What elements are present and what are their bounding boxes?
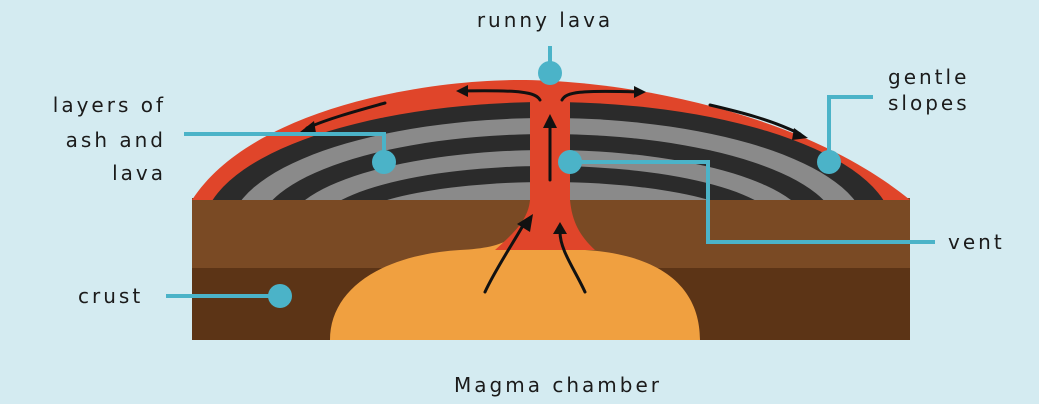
label-gentle-line-1: gentle xyxy=(888,65,969,89)
label-gentle-line-2: slopes xyxy=(888,91,970,115)
pointer-dot-runny-lava xyxy=(538,61,562,85)
label-runny-lava: runny lava xyxy=(477,8,613,32)
label-layers-line-1: layers of xyxy=(53,93,166,117)
label-layers-line-2: ash and xyxy=(66,128,166,152)
label-magma-chamber: Magma chamber xyxy=(454,373,662,397)
pointer-dot-crust xyxy=(268,284,292,308)
arrowhead-slope-right xyxy=(792,128,808,140)
label-crust: crust xyxy=(78,284,143,308)
pointer-dot-layers xyxy=(372,150,396,174)
pointer-dot-vent xyxy=(558,150,582,174)
label-vent: vent xyxy=(948,230,1005,254)
pointer-line-gentle-slopes xyxy=(829,97,873,160)
pointer-dot-gentle-slopes xyxy=(817,150,841,174)
label-layers-line-3: lava xyxy=(112,161,166,185)
